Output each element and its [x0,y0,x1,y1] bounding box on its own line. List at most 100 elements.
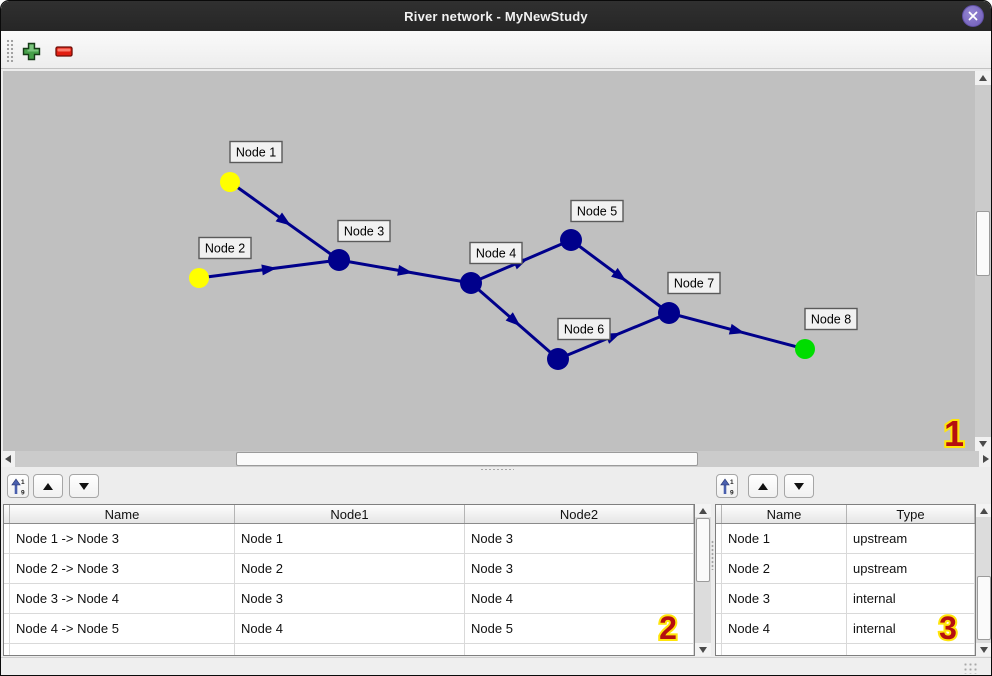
river-node[interactable] [795,339,815,359]
nodes-table-scrollbar[interactable] [976,504,991,656]
node-label[interactable]: Node 8 [804,307,858,331]
scrollbar-thumb[interactable] [696,518,710,582]
node-label[interactable]: Node 4 [469,241,523,265]
flow-direction-arrow-icon [611,267,627,282]
table-cell[interactable]: internal [847,614,975,643]
river-node[interactable] [328,249,350,271]
table-cell[interactable]: Node 4 -> Node 5 [10,614,235,643]
horizontal-splitter[interactable] [1,467,991,472]
move-node-up-button[interactable] [748,474,778,498]
table-cell[interactable]: Node 4 [235,614,465,643]
sort-nodes-button[interactable]: 1 9 [716,474,738,498]
scroll-up-button[interactable] [975,71,991,85]
close-icon[interactable] [962,5,984,27]
horizontal-scrollbar-thumb[interactable] [236,452,698,466]
canvas-horizontal-scrollbar[interactable] [1,451,991,467]
row-header-gutter [716,524,722,553]
column-header-type[interactable]: Type [847,505,975,523]
network-canvas[interactable]: Node 1 Node 2 Node 3 Node 4 Node 5 Node 6 Node… [3,71,977,451]
scroll-up-button[interactable] [976,504,991,517]
river-node[interactable] [560,229,582,251]
river-node[interactable] [189,268,209,288]
table-cell[interactable]: Node 3 [465,554,694,583]
table-cell[interactable] [235,644,465,655]
scrollbar-thumb[interactable] [977,576,991,640]
table-cell[interactable]: Node 2 [722,554,847,583]
svg-text:Node 2: Node 2 [205,242,245,256]
table-row[interactable] [716,644,975,655]
vertical-splitter[interactable] [711,472,715,657]
toolbar-drag-handle[interactable] [6,39,15,62]
add-button[interactable] [20,40,42,62]
table-cell[interactable]: Node 4 [722,614,847,643]
close-x-glyph [968,11,978,21]
plus-icon [22,42,40,60]
move-link-up-button[interactable] [33,474,63,498]
table-cell[interactable] [722,644,847,655]
column-header-name[interactable]: Name [722,505,847,523]
move-link-down-button[interactable] [69,474,99,498]
window-title: River network - MyNewStudy [404,8,588,24]
column-header-node2[interactable]: Node2 [465,505,694,523]
table-cell[interactable]: Node 5 [465,614,694,643]
flow-direction-arrow-icon [505,312,521,327]
splitter-handle-dots [480,468,514,471]
river-node[interactable] [547,348,569,370]
move-node-down-button[interactable] [784,474,814,498]
table-cell[interactable] [10,644,235,655]
vertical-scrollbar-thumb[interactable] [976,211,990,276]
table-cell[interactable]: Node 1 [235,524,465,553]
river-node[interactable] [460,272,482,294]
scroll-up-button[interactable] [695,504,711,517]
table-cell[interactable]: Node 3 [235,584,465,613]
table-cell[interactable]: Node 2 [235,554,465,583]
canvas-vertical-scrollbar[interactable] [975,71,991,451]
node-label[interactable]: Node 1 [229,140,283,164]
table-cell[interactable] [465,644,694,655]
right-arrow-icon [983,455,989,463]
links-table-scrollbar[interactable] [695,504,711,656]
node-label[interactable]: Node 5 [570,199,624,223]
up-arrow-icon [980,507,988,514]
column-header-name[interactable]: Name [10,505,235,523]
remove-button[interactable] [53,40,75,62]
scroll-right-button[interactable] [979,451,991,467]
scroll-down-button[interactable] [695,643,711,656]
scroll-down-button[interactable] [975,437,991,451]
left-arrow-icon [5,455,11,463]
column-header-node1[interactable]: Node1 [235,505,465,523]
row-header-gutter [716,584,722,613]
scroll-left-button[interactable] [1,451,15,467]
up-arrow-icon [979,75,987,81]
node-label[interactable]: Node 3 [337,219,391,243]
resize-grip[interactable] [963,662,977,674]
sort-links-button[interactable]: 1 9 [7,474,29,498]
table-cell[interactable]: Node 4 [465,584,694,613]
node-label[interactable]: Node 2 [198,236,252,260]
river-node[interactable] [220,172,240,192]
river-node[interactable] [658,302,680,324]
titlebar[interactable]: River network - MyNewStudy [1,1,991,31]
table-cell[interactable]: Node 1 [722,524,847,553]
table-cell[interactable]: Node 1 -> Node 3 [10,524,235,553]
table-cell[interactable]: upstream [847,554,975,583]
table-cell[interactable]: internal [847,584,975,613]
scroll-down-button[interactable] [976,643,991,656]
table-cell[interactable]: upstream [847,524,975,553]
node-label[interactable]: Node 6 [557,317,611,341]
table-cell[interactable]: Node 3 [722,584,847,613]
node-label[interactable]: Node 7 [667,271,721,295]
table-cell[interactable]: Node 3 -> Node 4 [10,584,235,613]
table-cell[interactable]: Node 2 -> Node 3 [10,554,235,583]
table-row[interactable] [4,644,694,655]
table-cell[interactable]: Node 3 [465,524,694,553]
table-cell[interactable] [847,644,975,655]
